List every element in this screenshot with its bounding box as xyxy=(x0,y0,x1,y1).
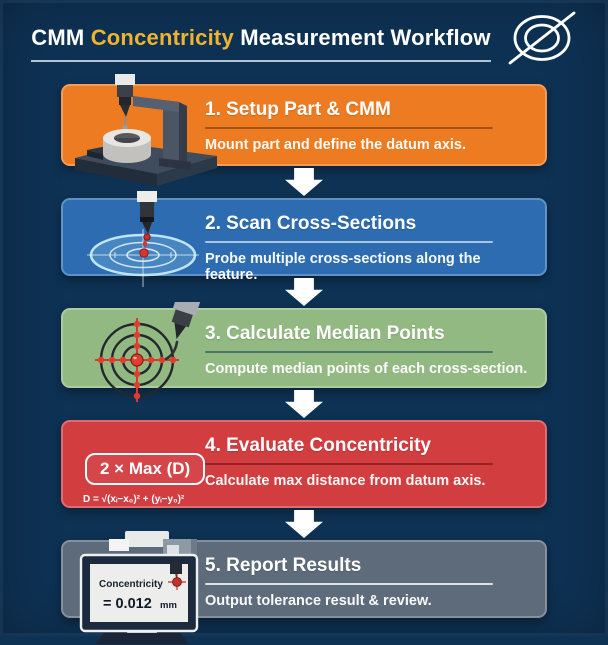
step-description: Probe multiple cross-sections along the … xyxy=(205,251,481,283)
report-monitor-icon: Concentricity = 0.012 mm xyxy=(63,531,227,645)
title-part2: Measurement Workflow xyxy=(240,24,491,50)
step-banner-3: 3. Calculate Median Points Compute media… xyxy=(61,302,547,402)
down-arrow-4 xyxy=(285,510,323,538)
step-title: 1. Setup Part & CMM xyxy=(205,99,391,120)
down-arrow-3 xyxy=(285,390,323,418)
step-title: 2. Scan Cross-Sections xyxy=(205,213,417,234)
title-part1: CMM xyxy=(31,24,85,50)
step-banner-1: 1. Setup Part & CMM Mount part and defin… xyxy=(61,74,547,186)
step-title: 5. Report Results xyxy=(205,555,362,576)
step-description: Output tolerance result & review. xyxy=(205,593,432,609)
header: CMM Concentricity Measurement Workflow xyxy=(0,0,608,70)
formula-box: 2 × Max (D) xyxy=(85,453,206,485)
down-arrow-1 xyxy=(285,168,323,196)
title-accent: Concentricity xyxy=(90,24,234,50)
screen-label: Concentricity xyxy=(99,579,163,590)
title-underline xyxy=(205,463,493,465)
probe-scan-target-icon xyxy=(63,191,227,305)
step-description: Compute median points of each cross-sect… xyxy=(205,361,528,377)
formula-text: D = √(xᵢ−x₀)² + (yᵢ−y₀)² xyxy=(83,494,185,505)
step-description: Calculate max distance from datum axis. xyxy=(205,473,486,489)
title-underline xyxy=(205,583,493,585)
step-title: 4. Evaluate Concentricity xyxy=(205,435,431,456)
workflow-column: 1. Setup Part & CMM Mount part and defin… xyxy=(61,74,547,644)
step-banner-4: 2 × Max (D) D = √(xᵢ−x₀)² + (yᵢ−y₀)² 4. … xyxy=(61,420,547,508)
step-description: Mount part and define the datum axis. xyxy=(205,137,467,153)
median-points-circles-icon xyxy=(63,302,227,416)
step-title: 3. Calculate Median Points xyxy=(205,323,445,344)
title-underline xyxy=(205,351,493,353)
step-banner-2: 2. Scan Cross-Sections Probe multiple cr… xyxy=(61,191,547,287)
title-underline xyxy=(205,241,493,243)
page-title: CMM Concentricity Measurement Workflow xyxy=(31,25,491,62)
title-underline xyxy=(205,127,493,129)
screen-value: = 0.012 xyxy=(103,596,152,612)
step-banner-5: Concentricity = 0.012 mm 5. Report Resul… xyxy=(61,531,547,644)
concentricity-symbol-icon xyxy=(507,9,577,72)
cmm-machine-icon xyxy=(63,74,227,188)
screen-unit: mm xyxy=(160,600,177,611)
